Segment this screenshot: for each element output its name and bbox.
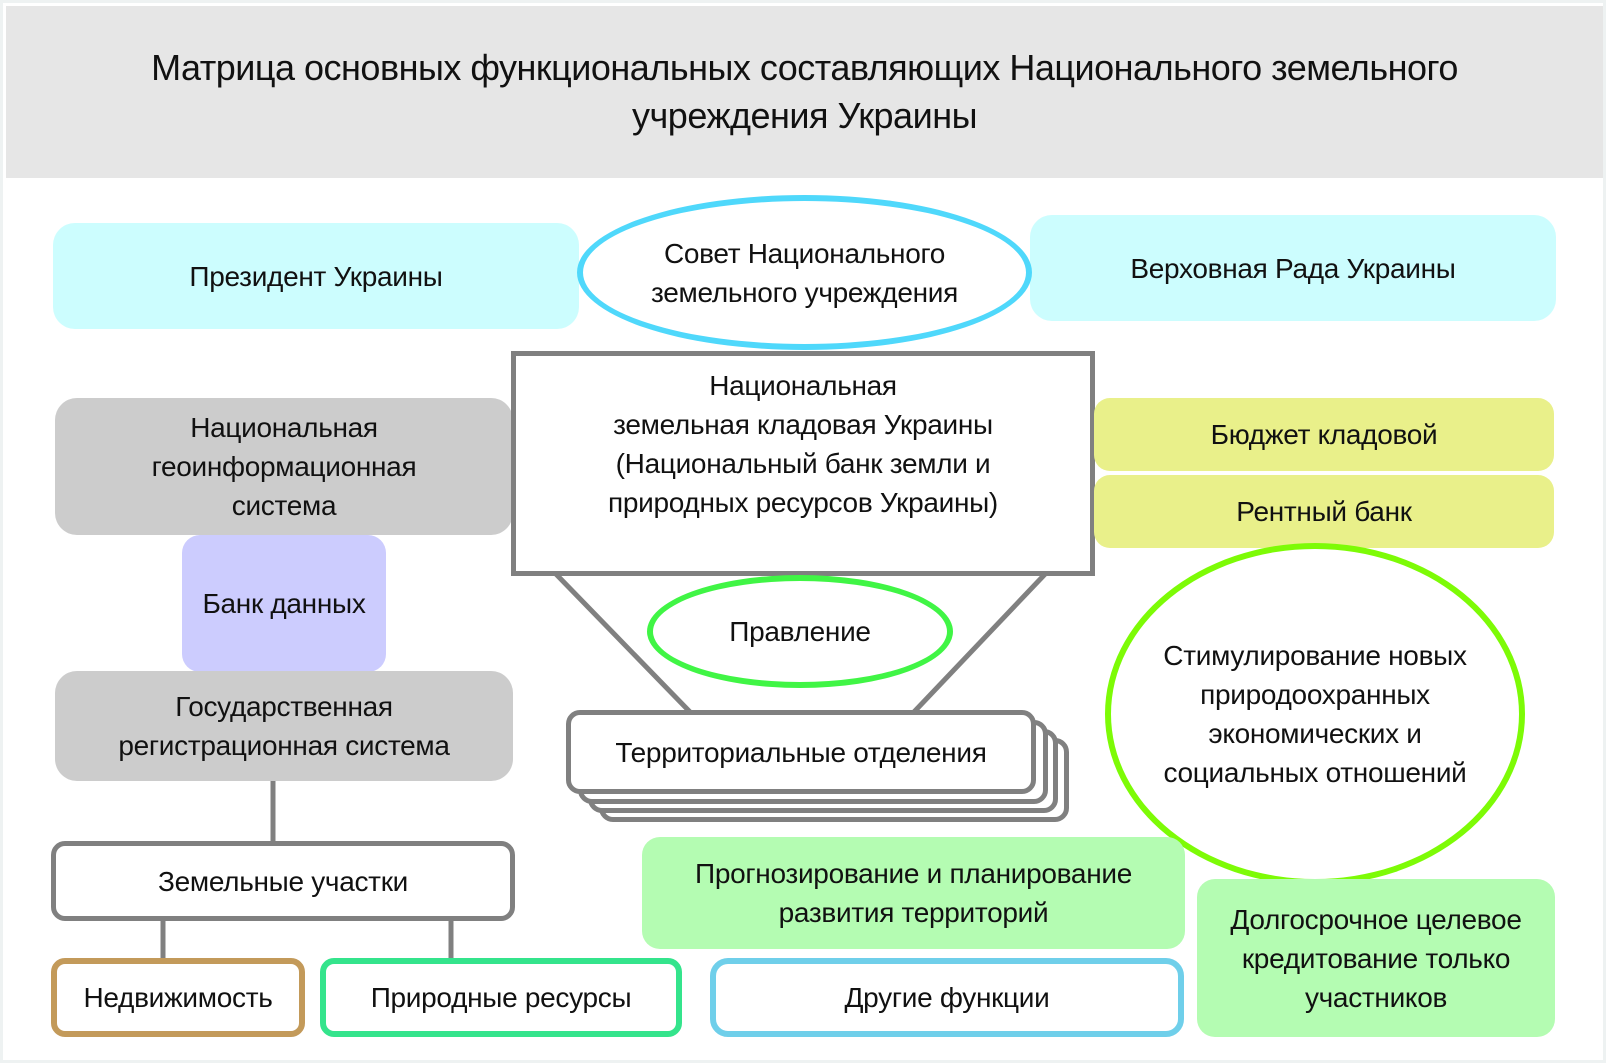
council-label: Совет Национального земельного учреждени… [651, 237, 958, 308]
geo-system-box: Национальная геоинформационная система [55, 398, 513, 535]
storehouse-line-2: земельная кладовая Украины [613, 408, 993, 440]
budget-label: Бюджет кладовой [1210, 419, 1438, 450]
natural-resources-box: Природные ресурсы [320, 958, 682, 1037]
stimulus-ellipse: Стимулирование новых природоохранных эко… [1105, 543, 1525, 885]
real-estate-box: Недвижимость [51, 958, 305, 1037]
rent-bank-label: Рентный банк [1236, 496, 1412, 527]
storehouse-line-1: Национальная [709, 369, 897, 401]
land-plots-box: Земельные участки [51, 841, 515, 921]
stimulus-label: Стимулирование новых природоохранных эко… [1163, 640, 1467, 788]
board-label: Правление [729, 616, 871, 647]
board-ellipse: Правление [647, 575, 953, 688]
rada-label: Верховная Рада Украины [1130, 252, 1456, 284]
geo-system-label: Национальная геоинформационная система [151, 412, 417, 521]
rent-bank-box: Рентный банк [1094, 475, 1554, 548]
diagram-title: Матрица основных функциональных составля… [6, 6, 1603, 178]
data-bank-label: Банк данных [202, 588, 366, 619]
rada-box: Верховная Рада Украины [1030, 215, 1556, 321]
other-functions-box: Другие функции [710, 958, 1184, 1037]
storehouse-box: Национальная земельная кладовая Украины … [511, 351, 1095, 576]
territorial-box: Территориальные отделения [566, 710, 1036, 794]
storehouse-line-4: природных ресурсов Украины) [608, 486, 998, 518]
council-ellipse: Совет Национального земельного учреждени… [577, 195, 1032, 350]
registration-label: Государственная регистрационная система [118, 691, 450, 761]
territorial-label: Территориальные отделения [615, 736, 987, 768]
credit-box: Долгосрочное целевое кредитование только… [1197, 879, 1555, 1037]
land-plots-label: Земельные участки [157, 865, 409, 897]
president-box: Президент Украины [53, 223, 579, 329]
president-label: Президент Украины [189, 260, 443, 292]
other-functions-label: Другие функции [844, 982, 1050, 1013]
forecasting-box: Прогнозирование и планирование развития … [642, 837, 1185, 949]
natural-resources-label: Природные ресурсы [370, 982, 632, 1013]
registration-box: Государственная регистрационная система [55, 671, 513, 781]
forecasting-label: Прогнозирование и планирование развития … [695, 858, 1132, 928]
data-bank-box: Банк данных [182, 535, 386, 672]
storehouse-line-3: (Национальный банк земли и [615, 447, 991, 479]
real-estate-label: Недвижимость [83, 982, 273, 1013]
credit-label: Долгосрочное целевое кредитование только… [1230, 903, 1522, 1013]
budget-box: Бюджет кладовой [1094, 398, 1554, 471]
